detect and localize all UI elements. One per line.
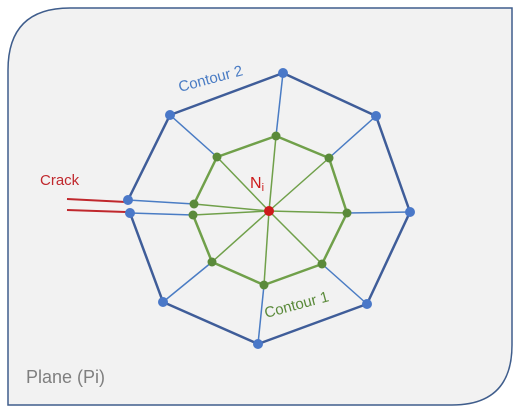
contour-1-node <box>342 208 352 218</box>
outer-spoke <box>257 284 265 345</box>
contour-1-node <box>212 152 222 162</box>
inner-spoke <box>268 157 330 212</box>
plane-shape <box>7 7 513 406</box>
contour-1-nodes <box>188 131 352 290</box>
outer-spokes <box>127 72 411 345</box>
outer-spoke <box>169 114 218 158</box>
contour-2-node <box>371 111 381 121</box>
contour-2-node <box>125 208 135 218</box>
plane-label: Plane (Pi) <box>26 367 105 387</box>
center-node-label: Ni <box>250 175 264 194</box>
contour-1-node <box>189 199 199 209</box>
outer-spoke <box>162 261 213 303</box>
contour-1-node <box>207 257 217 267</box>
contour-1-node <box>317 259 327 269</box>
inner-spoke <box>211 210 270 263</box>
inner-spoke <box>268 135 277 212</box>
contour-1-node <box>259 280 269 290</box>
inner-spoke <box>263 210 270 286</box>
outer-spoke <box>328 115 377 159</box>
outer-spoke <box>346 211 411 214</box>
inner-spokes <box>192 135 348 286</box>
crack-label: Crack <box>40 172 80 189</box>
contour-2-node <box>158 297 168 307</box>
inner-spoke <box>216 156 270 212</box>
contour-2-node <box>165 110 175 120</box>
contour-2-node <box>253 339 263 349</box>
contour-2-node <box>362 299 372 309</box>
contour-2-node <box>278 68 288 78</box>
inner-spoke <box>268 210 323 265</box>
contour-2-nodes <box>123 68 415 349</box>
crack-line-top <box>66 198 127 203</box>
center-node <box>264 206 274 216</box>
contour-1-node <box>188 210 198 220</box>
contour-1-node <box>271 131 281 141</box>
contour-2-node <box>405 207 415 217</box>
inner-spoke <box>192 210 270 216</box>
contour-2-node <box>123 195 133 205</box>
outer-spoke <box>127 199 195 205</box>
outer-spoke <box>321 263 368 305</box>
contour-1-node <box>324 153 334 163</box>
inner-spoke <box>193 203 270 212</box>
crack-line-bottom <box>66 209 127 213</box>
outer-spoke <box>275 72 284 137</box>
inner-spoke <box>268 210 348 214</box>
outer-spoke <box>129 212 194 216</box>
